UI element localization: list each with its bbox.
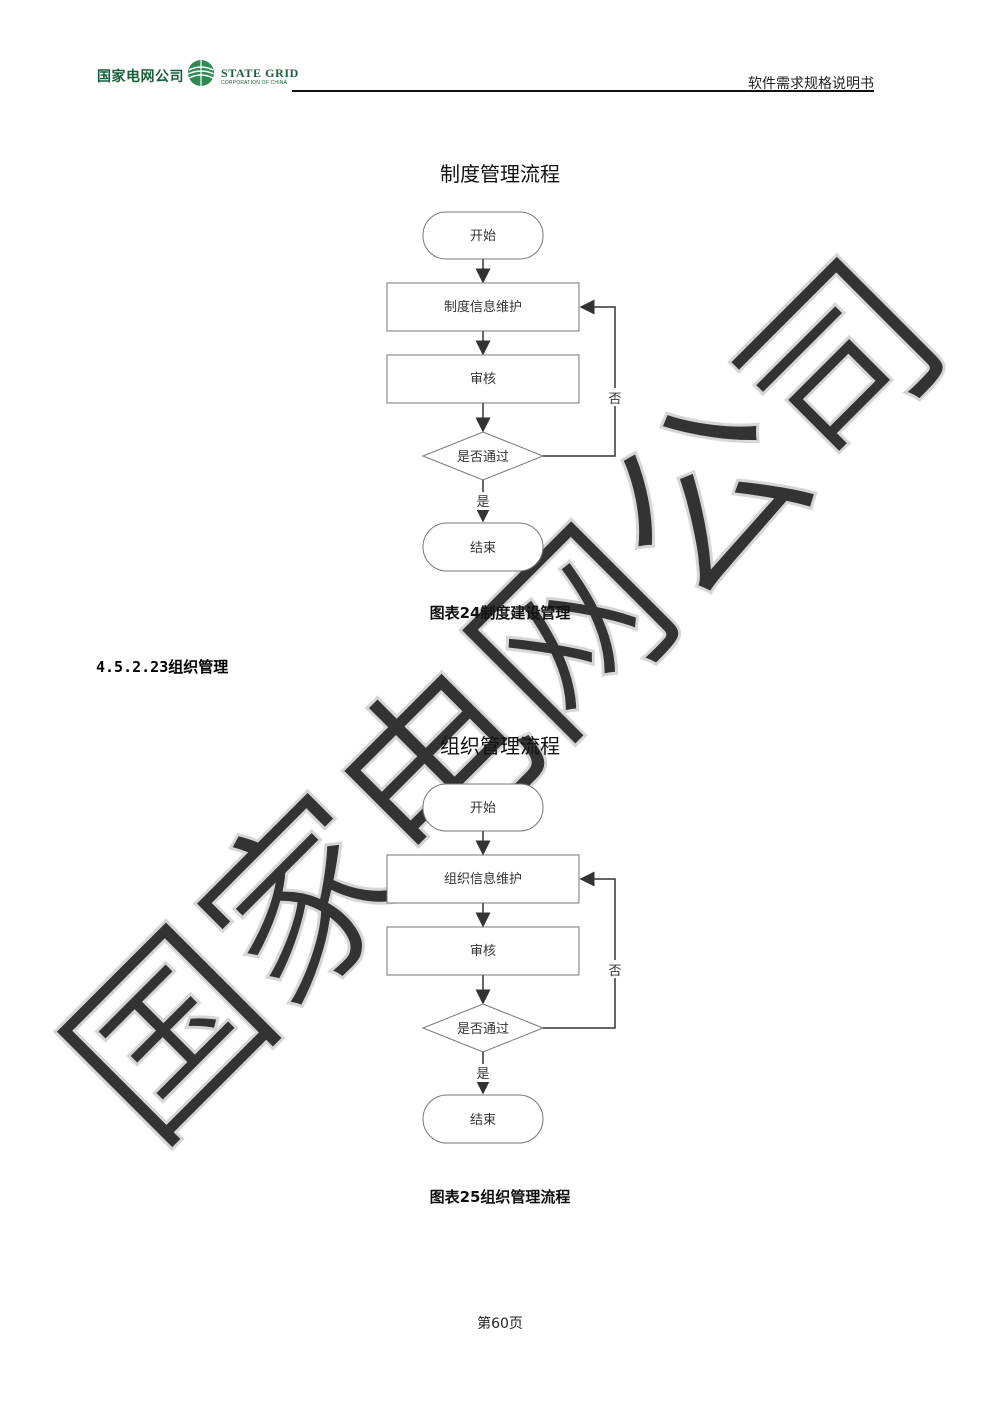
flowchart-institution: 开始 制度信息维护 审核 是否通过 否 是 结束 bbox=[386, 211, 624, 572]
header-divider bbox=[292, 90, 874, 92]
process-node-maintain-label: 制度信息维护 bbox=[444, 299, 522, 315]
end-node bbox=[422, 522, 544, 572]
start-node-label: 开始 bbox=[470, 801, 496, 816]
yes-label: 是 bbox=[476, 495, 489, 510]
decision-node-label: 是否通过 bbox=[457, 450, 509, 465]
process-node-review bbox=[386, 926, 580, 976]
company-name-en-sub: CORPORATION OF CHINA bbox=[221, 80, 288, 86]
yes-label: 是 bbox=[476, 1067, 489, 1082]
end-node-label: 结束 bbox=[470, 541, 496, 556]
state-grid-logo-icon bbox=[187, 60, 215, 86]
company-name-en: STATE GRID bbox=[221, 66, 299, 80]
process-node-review-label: 审核 bbox=[470, 372, 496, 387]
process-node-review bbox=[386, 354, 580, 404]
process-node-maintain-label: 组织信息维护 bbox=[444, 871, 522, 887]
start-node-label: 开始 bbox=[470, 229, 496, 244]
figure-caption: 图表25组织管理流程 bbox=[429, 1188, 571, 1206]
process-node-maintain bbox=[386, 854, 580, 904]
decision-node-label: 是否通过 bbox=[457, 1022, 509, 1037]
no-label: 否 bbox=[608, 392, 621, 407]
flowchart-title: 组织管理流程 bbox=[440, 734, 560, 758]
page-number: 第60页 bbox=[477, 1316, 523, 1332]
flowchart-organization: 开始 组织信息维护 审核 是否通过 否 是 结束 bbox=[386, 783, 624, 1144]
process-node-review-label: 审核 bbox=[470, 944, 496, 959]
end-node bbox=[422, 1094, 544, 1144]
end-node-label: 结束 bbox=[470, 1113, 496, 1128]
no-label: 否 bbox=[608, 964, 621, 979]
section-heading: 4.5.2.23组织管理 bbox=[96, 658, 229, 676]
flowchart-title: 制度管理流程 bbox=[440, 162, 560, 186]
company-name-cn: 国家电网公司 bbox=[97, 69, 184, 85]
figure-caption: 图表24制度建设管理 bbox=[429, 604, 571, 622]
document-title: 软件需求规格说明书 bbox=[748, 76, 874, 92]
process-node-maintain bbox=[386, 282, 580, 332]
